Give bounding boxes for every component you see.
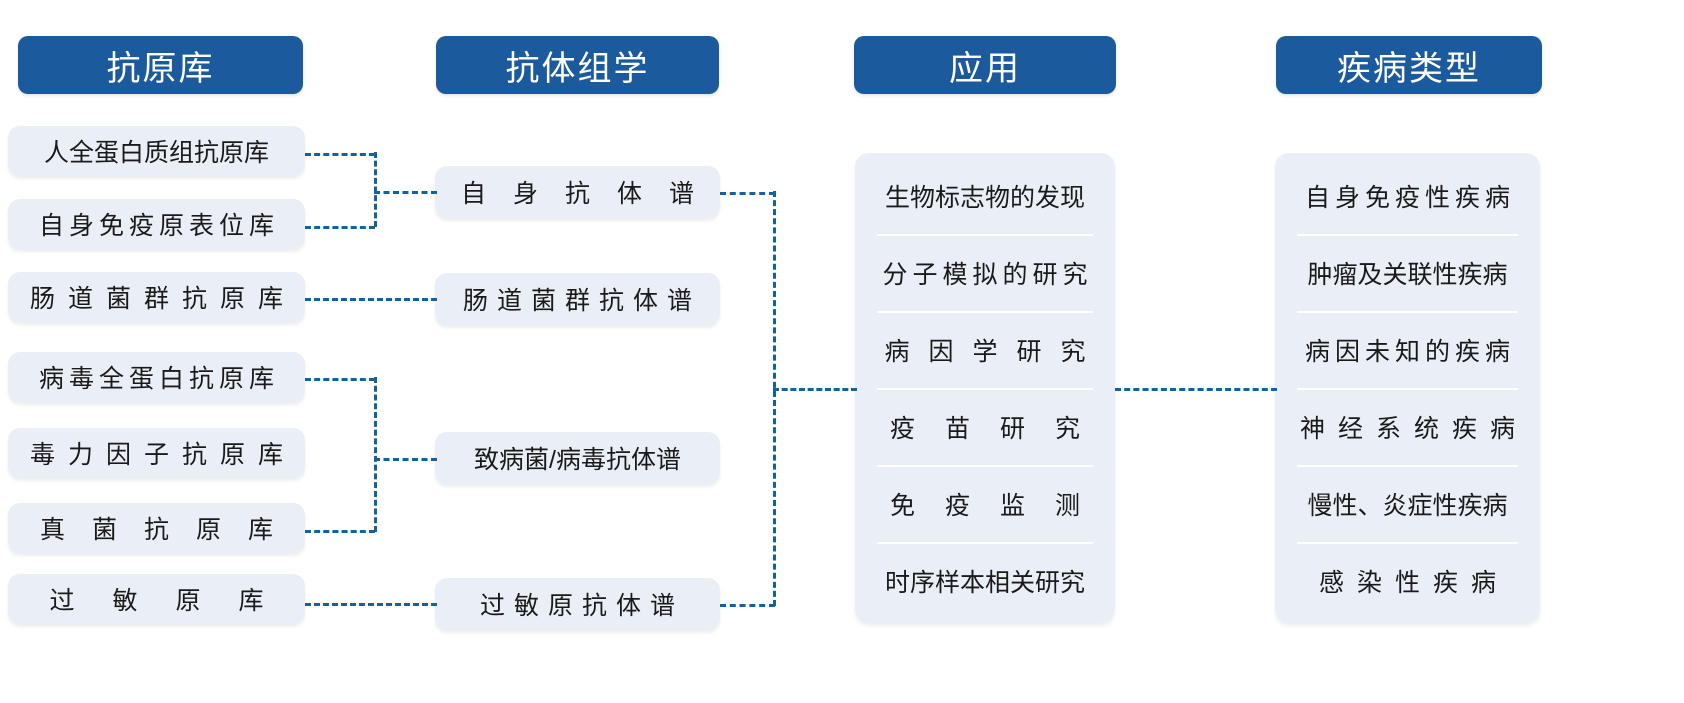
row-label: 疫苗研究 xyxy=(889,414,1110,443)
column-header-antibodyomics: 抗体组学 xyxy=(436,36,719,94)
row-label: 时序样本相关研究 xyxy=(884,568,1085,597)
connector-c-spine xyxy=(374,377,377,532)
disease-types-row-2[interactable]: 肿瘤及关联性疾病 xyxy=(1275,234,1540,311)
disease-types-row-6[interactable]: 感染性疾病 xyxy=(1275,542,1540,619)
disease-types-row-5[interactable]: 慢性、炎症性疾病 xyxy=(1275,465,1540,542)
item-label: 真菌抗原库 xyxy=(39,516,300,544)
disease-types-row-4[interactable]: 神经系统疾病 xyxy=(1275,388,1540,465)
antibodyomics-item-4[interactable]: 过敏原抗体谱 xyxy=(435,578,720,630)
item-label: 毒力因子抗原库 xyxy=(29,441,296,469)
item-label: 肠道菌群抗原库 xyxy=(29,285,296,313)
connector-c-top xyxy=(305,378,375,381)
column-header-label: 应用 xyxy=(949,49,1021,88)
item-label: 病毒全蛋白抗原库 xyxy=(38,365,279,393)
connector-e-out xyxy=(773,388,857,391)
antigen-library-item-6[interactable]: 真菌抗原库 xyxy=(8,503,305,553)
applications-row-6[interactable]: 时序样本相关研究 xyxy=(855,542,1115,619)
row-label: 慢性、炎症性疾病 xyxy=(1307,491,1508,520)
connector-a-top xyxy=(305,153,375,156)
item-label: 过敏原库 xyxy=(49,587,302,615)
antibodyomics-item-3[interactable]: 致病菌/病毒抗体谱 xyxy=(435,432,720,484)
column-header-label: 抗体组学 xyxy=(505,49,650,88)
applications-row-4[interactable]: 疫苗研究 xyxy=(855,388,1115,465)
connector-a-out xyxy=(374,191,437,194)
connector-e-top xyxy=(720,192,775,195)
item-label: 自身抗体谱 xyxy=(461,180,722,208)
antibodyomics-item-1[interactable]: 自身抗体谱 xyxy=(435,166,720,218)
item-label: 过敏原抗体谱 xyxy=(479,592,684,620)
applications-row-1[interactable]: 生物标志物的发现 xyxy=(855,157,1115,234)
antigen-library-item-7[interactable]: 过敏原库 xyxy=(8,574,305,624)
row-label: 自身免疫性疾病 xyxy=(1304,183,1515,212)
row-label: 病因学研究 xyxy=(884,337,1105,366)
item-label: 致病菌/病毒抗体谱 xyxy=(474,446,681,474)
row-label: 病因未知的疾病 xyxy=(1304,337,1515,366)
connector-f xyxy=(1115,388,1277,391)
connector-b xyxy=(305,298,437,301)
antigen-library-item-4[interactable]: 病毒全蛋白抗原库 xyxy=(8,352,305,402)
column-header-label: 疾病类型 xyxy=(1337,49,1481,88)
disease-types-row-3[interactable]: 病因未知的疾病 xyxy=(1275,311,1540,388)
applications-row-5[interactable]: 免疫监测 xyxy=(855,465,1115,542)
antigen-library-item-2[interactable]: 自身免疫原表位库 xyxy=(8,199,305,249)
row-label: 肿瘤及关联性疾病 xyxy=(1307,260,1508,289)
applications-row-2[interactable]: 分子模拟的研究 xyxy=(855,234,1115,311)
applications-row-3[interactable]: 病因学研究 xyxy=(855,311,1115,388)
connector-a-bottom xyxy=(305,226,375,229)
applications-panel: 生物标志物的发现 分子模拟的研究 病因学研究 疫苗研究 免疫监测 时序样本相关研… xyxy=(855,153,1115,623)
column-header-applications: 应用 xyxy=(854,36,1116,94)
item-label: 自身免疫原表位库 xyxy=(38,212,279,240)
disease-types-panel: 自身免疫性疾病 肿瘤及关联性疾病 病因未知的疾病 神经系统疾病 慢性、炎症性疾病… xyxy=(1275,153,1540,623)
connector-d xyxy=(305,603,437,606)
connector-e-spine xyxy=(773,191,776,606)
disease-types-row-1[interactable]: 自身免疫性疾病 xyxy=(1275,157,1540,234)
connector-c-bottom xyxy=(305,530,375,533)
row-label: 免疫监测 xyxy=(889,491,1110,520)
row-label: 生物标志物的发现 xyxy=(884,183,1085,212)
column-header-antigen-library: 抗原库 xyxy=(18,36,303,94)
item-label: 人全蛋白质组抗原库 xyxy=(43,139,269,167)
antigen-library-item-5[interactable]: 毒力因子抗原库 xyxy=(8,428,305,478)
connector-a-spine xyxy=(374,152,377,227)
antigen-library-item-3[interactable]: 肠道菌群抗原库 xyxy=(8,272,305,322)
row-label: 感染性疾病 xyxy=(1318,568,1509,597)
connector-e-bottom xyxy=(720,604,775,607)
column-header-disease-types: 疾病类型 xyxy=(1276,36,1542,94)
column-header-label: 抗原库 xyxy=(106,49,215,88)
antibodyomics-item-2[interactable]: 肠道菌群抗体谱 xyxy=(435,273,720,325)
row-label: 神经系统疾病 xyxy=(1299,414,1528,443)
connector-c-out xyxy=(374,458,437,461)
row-label: 分子模拟的研究 xyxy=(882,260,1093,289)
item-label: 肠道菌群抗体谱 xyxy=(462,287,701,315)
antigen-library-item-1[interactable]: 人全蛋白质组抗原库 xyxy=(8,126,305,176)
